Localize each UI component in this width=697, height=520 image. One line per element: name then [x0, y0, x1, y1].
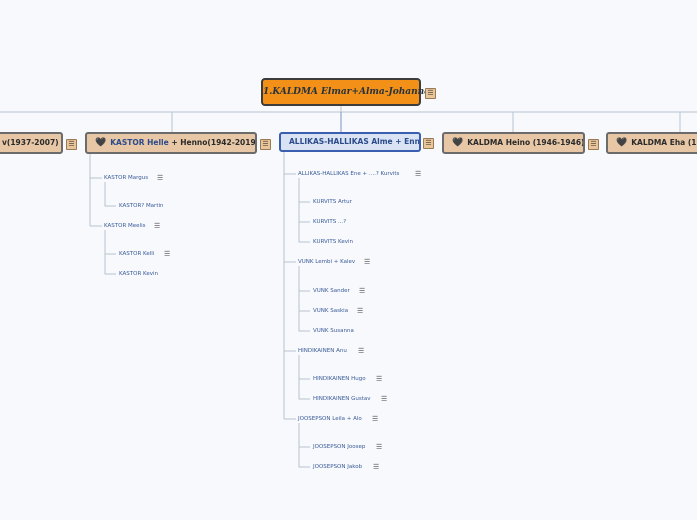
subtopic-vunk-sander[interactable]: VUNK Sander: [313, 288, 350, 294]
joosepson-joosep-notes-icon[interactable]: ☰: [376, 443, 383, 451]
branch-allikas-label: ALLIKAS-HALLIKAS Alme + Enn: [289, 137, 420, 146]
heart-icon: 🖤: [452, 138, 464, 148]
hindikainen-gustav-notes-icon[interactable]: ☰: [381, 395, 388, 403]
branch-heino-notes-icon[interactable]: ☰: [588, 139, 599, 150]
branch-topic-eha[interactable]: 🖤KALDMA Eha (19: [606, 132, 697, 154]
branch-kastor-notes-icon[interactable]: ☰: [260, 139, 271, 150]
kastor-margus-notes-icon[interactable]: ☰: [157, 174, 164, 182]
root-label: 1.KALDMA Elmar+Alma-Johanna: [263, 87, 431, 97]
allikas-ene-notes-icon[interactable]: ☰: [415, 170, 422, 178]
subtopic-kurvits-artur[interactable]: KURVITS Artur: [313, 199, 352, 205]
subtopic-kurvits-unknown[interactable]: KURVITS ...?: [313, 219, 347, 225]
subtopic-kastor-kevin[interactable]: KASTOR Kevin: [119, 271, 159, 277]
subtopic-vunk-susanna[interactable]: VUNK Susanna: [313, 328, 354, 334]
heart-icon: 🖤: [616, 138, 628, 148]
vunk-sander-notes-icon[interactable]: ☰: [359, 287, 366, 295]
branch-1-label: v(1937-2007): [2, 138, 59, 147]
branch-topic-kastor[interactable]: 🖤KASTOR Helle + Henno(1942-2019): [85, 132, 257, 154]
subtopic-kurvits-kevin[interactable]: KURVITS Kevin: [313, 239, 353, 245]
joosepson-jakob-notes-icon[interactable]: ☰: [373, 463, 380, 471]
subtopic-kastor-kelli[interactable]: KASTOR Kelli: [119, 251, 155, 257]
subtopic-kastor-meelis[interactable]: KASTOR Meelis: [104, 223, 146, 229]
branch-kastor-name: KASTOR Helle: [110, 138, 169, 147]
branch-allikas-notes-icon[interactable]: ☰: [423, 138, 434, 149]
root-notes-icon[interactable]: ☰: [425, 88, 436, 99]
subtopic-kastor-martin[interactable]: KASTOR? Martin: [119, 203, 164, 209]
subtopic-hindikainen-anu[interactable]: HINDIKAINEN Anu: [298, 348, 347, 354]
kastor-meelis-notes-icon[interactable]: ☰: [154, 222, 161, 230]
kastor-kelli-notes-icon[interactable]: ☰: [164, 250, 171, 258]
subtopic-joosepson-jakob[interactable]: JOOSEPSON Jakob: [313, 464, 363, 470]
branch-topic-heino[interactable]: 🖤KALDMA Heino (1946-1946): [442, 132, 585, 154]
heart-icon: 🖤: [95, 138, 107, 148]
joosepson-leila-notes-icon[interactable]: ☰: [372, 415, 379, 423]
root-topic[interactable]: 1.KALDMA Elmar+Alma-Johanna: [261, 78, 430, 106]
subtopic-joosepson-leila[interactable]: JOOSEPSON Leila + Alo: [298, 416, 362, 422]
branch-eha-label: KALDMA Eha (19: [631, 138, 697, 147]
branch-heino-label: KALDMA Heino (1946-1946): [467, 138, 585, 147]
subtopic-vunk-lembi[interactable]: VUNK Lembi + Kalev: [298, 259, 356, 265]
subtopic-vunk-saskia[interactable]: VUNK Saskia: [313, 308, 349, 314]
hindikainen-anu-notes-icon[interactable]: ☰: [358, 347, 365, 355]
branch-kastor-rest: + Henno(1942-2019): [168, 138, 257, 147]
branch-topic-allikas[interactable]: ALLIKAS-HALLIKAS Alme + Enn: [279, 132, 421, 152]
subtopic-joosepson-joosep[interactable]: JOOSEPSON Joosep: [313, 444, 366, 450]
subtopic-allikas-ene[interactable]: ALLIKAS-HALLIKAS Ene + ....? Kurvits: [298, 171, 400, 177]
subtopic-hindikainen-hugo[interactable]: HINDIKAINEN Hugo: [313, 376, 366, 382]
hindikainen-hugo-notes-icon[interactable]: ☰: [376, 375, 383, 383]
branch-topic-1[interactable]: v(1937-2007): [0, 132, 63, 154]
branch-1-notes-icon[interactable]: ☰: [66, 139, 77, 150]
subtopic-hindikainen-gustav[interactable]: HINDIKAINEN Gustav: [313, 396, 371, 402]
subtopic-kastor-margus[interactable]: KASTOR Margus: [104, 175, 149, 181]
vunk-saskia-notes-icon[interactable]: ☰: [357, 307, 364, 315]
vunk-lembi-notes-icon[interactable]: ☰: [364, 258, 371, 266]
